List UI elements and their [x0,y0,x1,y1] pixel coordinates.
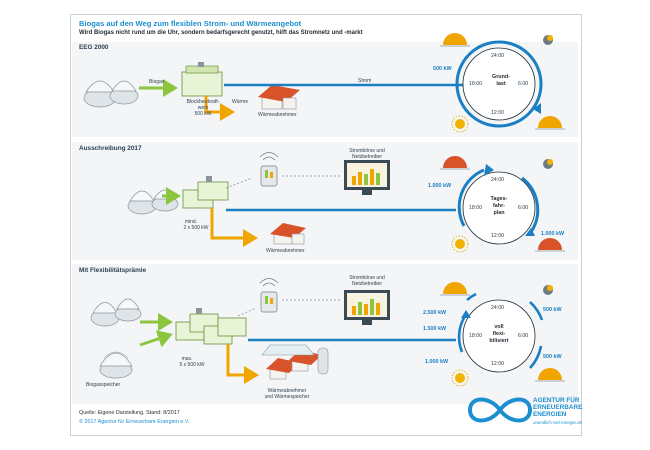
section-heading-3: Mit Flexibilitätsprämie [79,267,147,274]
plant-label-1a: Blockheizkraft- [186,99,220,105]
kw-label-3-low: 1.000 kW [425,359,449,365]
clock1-time-left: 18:00 [469,81,482,87]
storage-label-3: Biogasspeicher [86,382,121,388]
page-title: Biogas auf den Weg zum flexiblen Strom- … [79,19,302,28]
page-subtitle: Wird Biogas nicht rund um die Uhr, sonde… [79,30,363,36]
kw-label-3-right-top: 500 kW [543,307,562,313]
kw-label-3-right-low: 500 kW [543,354,562,360]
logo-url[interactable]: unendlich-viel-energie.de [533,420,583,425]
heat-consumer-label-1: Wärmeabnehmer [258,112,297,118]
sunrise-icon-1 [440,33,470,47]
kw-label-3-mid: 1.500 kW [423,326,447,332]
greenhouse-3 [261,344,315,356]
exchange-label-3a: Strombörse und [349,275,385,281]
clock1-time-bottom: 12:00 [491,110,504,116]
plant-label-1b: werk [197,105,209,111]
infinity-logo-icon [467,397,533,423]
clock3-mode-a: voll [494,324,504,330]
house-2 [270,223,306,245]
heat-label-1: Wärme [232,99,249,105]
plant-label-2b: 2 x 500 kW [183,225,209,231]
heat-consumer-label-2: Wärmeabnehmer [266,248,305,254]
chp-plant-1 [181,62,223,97]
moon-icon-1 [543,35,553,45]
digester-group-3 [90,298,142,327]
sunset-icon-3 [535,368,565,382]
section-heading-2: Ausschreibung 2017 [79,145,142,152]
clock2-mode-a: Tages- [490,196,508,202]
plant-label-2a: mind. [184,219,198,225]
heat-arrow-1 [204,96,235,121]
clock2-mode-c: plan [493,210,505,216]
logo-line-3: ENERGIEN [533,411,567,418]
plant-label-3b: 5 x 500 kW [179,362,205,368]
monitor-2 [344,160,390,195]
digester-group-2 [127,189,179,215]
clock2-time-top: 24:00 [491,177,504,183]
chp-plant-2 [182,176,229,209]
footer-source: Quelle: Eigene Darstellung, Stand: 8/201… [79,410,180,416]
clock1-mode-a: Grund- [492,74,510,80]
sunset-icon-2 [535,238,565,252]
heat-arrow-2 [210,208,258,247]
sunrise-icon-2 [440,156,470,170]
signal-line-2a [225,177,253,189]
clock1-time-right: 6:00 [518,81,529,87]
clock-1 [455,40,543,128]
clock3-time-bottom: 12:00 [491,361,504,367]
exchange-label-3b: Netzbetreiber [351,281,382,287]
sunrise-icon-3 [440,282,470,296]
moon-icon-2 [543,159,553,169]
exchange-label-2a: Strombörse und [349,148,385,154]
clock-2 [457,164,540,245]
clock-3 [457,292,544,373]
clock3-time-left: 18:00 [469,333,482,339]
antenna-2 [259,152,279,187]
house-1 [258,85,300,110]
clock1-mode-b: last [496,81,506,87]
exchange-label-2b: Netzbetreiber [351,154,382,160]
monitor-3 [344,290,390,325]
heat-label-3a: Wärmeabnehmer [267,388,307,394]
plant-label-3a: max. [181,356,193,362]
clock2-time-right: 6:00 [518,205,529,211]
chp-plant-3 [175,308,247,345]
kw-label-2-left: 1.000 kW [428,183,452,189]
biogas-storage [99,351,133,379]
biogas-arrow-3b [139,330,173,348]
clock3-mode-c: bilisiert [489,338,509,344]
sun-icon-1 [451,115,469,133]
signal-line-3a [237,307,257,317]
biogas-label-1: Biogas [149,79,165,85]
sunset-icon-1 [535,116,565,130]
footer-copyright: © 2017 Agentur für Erneuerbare Energien … [79,419,190,425]
kw-label-2-right: 1.000 kW [541,231,565,237]
clock3-time-top: 24:00 [491,305,504,311]
clock2-time-bottom: 12:00 [491,233,504,239]
clock1-time-top: 24:00 [491,53,504,59]
clock3-time-right: 6:00 [518,333,529,339]
heat-label-3b: und Wärmespeicher [264,394,310,400]
clock2-time-left: 18:00 [469,205,482,211]
clock3-mode-b: flexi- [492,331,506,337]
moon-icon-3 [543,285,553,295]
clock2-mode-b: fahr- [493,203,505,209]
kw-label-3-top: 2.500 kW [423,310,447,316]
kw-label-1: 500 kW [433,66,452,72]
plant-label-1c: 500 kW [194,111,212,117]
antenna-3 [259,278,279,313]
power-label-1: Strom [358,78,372,84]
section-heading-1: EEG 2000 [79,44,109,51]
heat-arrow-3 [226,344,259,384]
sun-icon-2 [451,235,469,253]
logo-line-2: ERNEUERBARE [533,404,583,411]
sun-icon-3 [451,369,469,387]
digester-group-1 [83,80,139,108]
logo-line-1: AGENTUR FÜR [533,397,580,404]
